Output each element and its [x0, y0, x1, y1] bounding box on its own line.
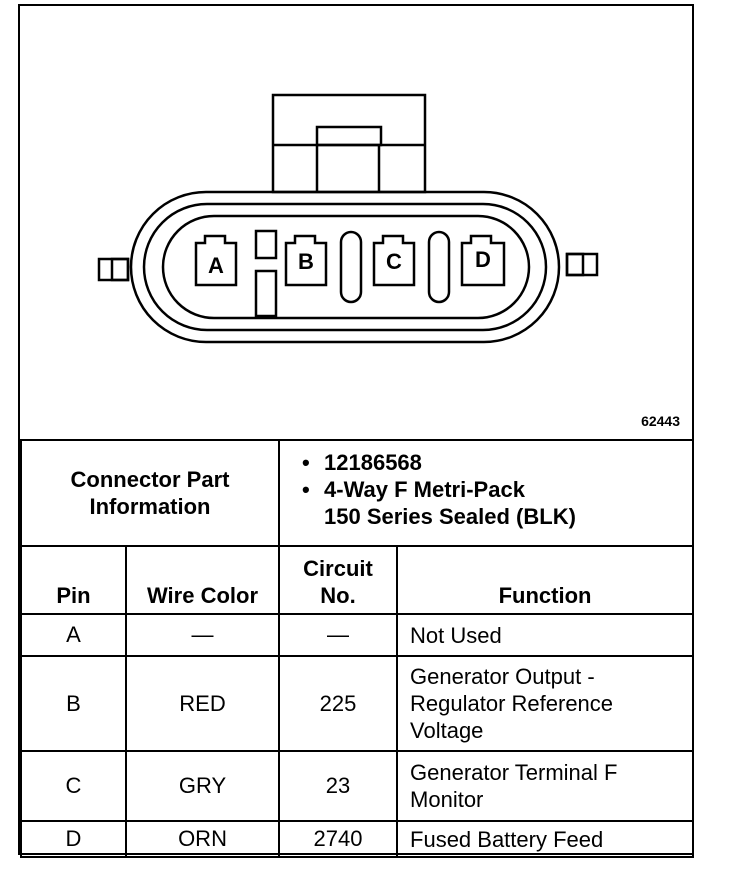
connector-description: 4-Way F Metri-Pack 150 Series Sealed (BL… [302, 476, 692, 530]
terminal-cavity-b [284, 234, 328, 287]
circuit-cell: — [278, 613, 399, 657]
connector-housing-middle [142, 202, 548, 332]
figure-number: 62443 [641, 413, 680, 429]
pin-cell: C [20, 750, 127, 822]
key-slot-upper [254, 229, 278, 260]
wire-color-cell: RED [124, 655, 281, 752]
connector-info-details: 12186568 4-Way F Metri-Pack 150 Series S… [278, 439, 695, 547]
pin-cell: A [20, 613, 127, 657]
header-circuit: Circuit No. [278, 545, 399, 615]
wire-color-cell: — [124, 613, 281, 657]
left-ear [97, 257, 130, 282]
header-wire-color: Wire Color [124, 545, 281, 615]
pin-label-d: D [475, 247, 491, 272]
wire-color-cell: ORN [124, 820, 281, 858]
pin-cell: B [20, 655, 127, 752]
function-cell: Generator Output - Regulator Reference V… [396, 655, 695, 752]
circuit-cell: 225 [278, 655, 399, 752]
terminal-cavity-c [372, 234, 416, 287]
connector-drawing: A B C D [97, 93, 599, 344]
table-row: A — — Not Used [20, 613, 695, 657]
table-header-row: Pin Wire Color Circuit No. Function [20, 545, 695, 615]
key-slot-lower [254, 269, 278, 318]
function-cell: Generator Terminal F Monitor [396, 750, 695, 822]
tab-slot [315, 125, 383, 147]
pin-label-c: C [386, 249, 402, 274]
table-row: C GRY 23 Generator Terminal F Monitor [20, 750, 695, 822]
wire-color-cell: GRY [124, 750, 281, 822]
function-cell: Not Used [396, 613, 695, 657]
terminal-cavity-a [194, 234, 238, 287]
table-row: D ORN 2740 Fused Battery Feed [20, 820, 695, 858]
terminal-cavity-d [460, 234, 506, 287]
pin-label-a: A [208, 253, 224, 278]
table-row: B RED 225 Generator Output - Regulator R… [20, 655, 695, 752]
pin-cell: D [20, 820, 127, 858]
connector-housing-outer [129, 190, 561, 344]
connector-info-row: Connector Part Information 12186568 4-Wa… [19, 439, 695, 547]
separator-rib [339, 230, 363, 304]
separator-rib [427, 230, 451, 304]
circuit-cell: 2740 [278, 820, 399, 858]
pin-label-b: B [298, 249, 314, 274]
circuit-cell: 23 [278, 750, 399, 822]
connector-diagram: A B C D 62443 [20, 6, 692, 439]
header-function: Function [396, 545, 695, 615]
connector-housing-inner [161, 214, 531, 320]
connector-table: Connector Part Information 12186568 4-Wa… [19, 439, 695, 858]
header-pin: Pin [20, 545, 127, 615]
connector-info-label: Connector Part Information [19, 439, 281, 547]
part-number: 12186568 [302, 449, 692, 476]
locking-tab [271, 93, 427, 194]
function-cell: Fused Battery Feed [396, 820, 695, 858]
connector-figure: A B C D 62443 Connector Part Information… [18, 4, 695, 858]
